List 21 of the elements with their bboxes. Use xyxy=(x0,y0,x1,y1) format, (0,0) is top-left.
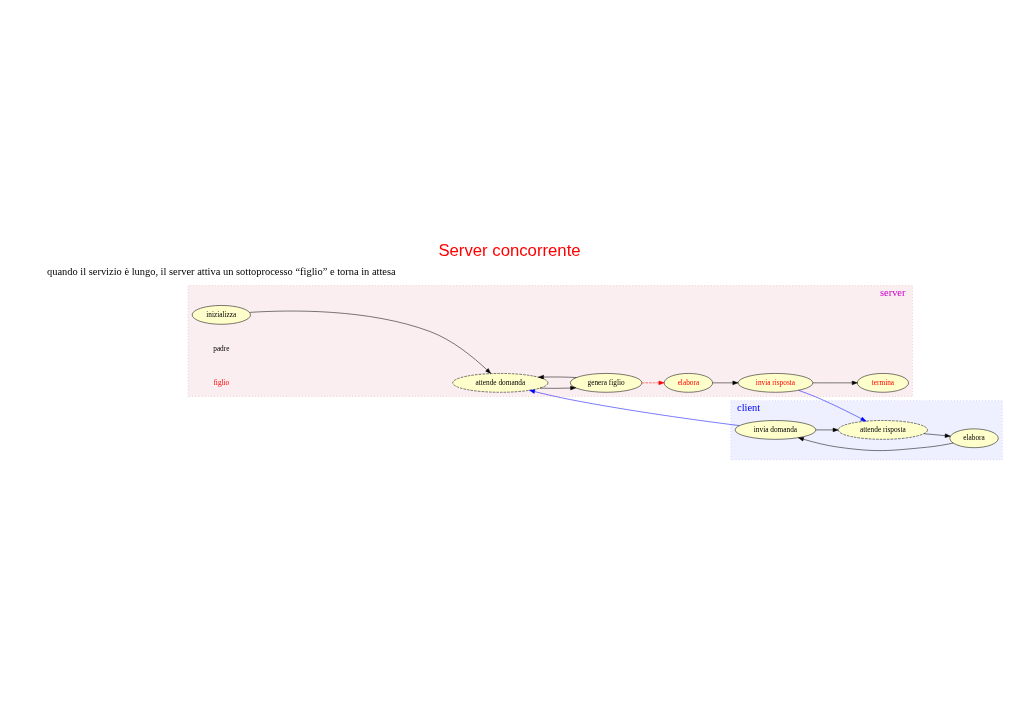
arrow xyxy=(528,389,740,426)
node-ellipse: inizializza xyxy=(191,305,251,325)
arrow xyxy=(923,433,951,438)
diagram-title: Server concorrente xyxy=(437,240,581,260)
label: quando il servizio è lungo, il server attiva un sottoprocesso “figlio” e torna in attesa xyxy=(46,265,396,277)
arrow xyxy=(711,380,738,385)
arrow xyxy=(797,390,866,422)
node-ellipse: attende risposta xyxy=(837,420,928,440)
arrow xyxy=(797,437,953,451)
arrow xyxy=(812,380,858,385)
arrow xyxy=(537,374,577,380)
label: figlio xyxy=(212,377,229,387)
arrow xyxy=(248,310,491,374)
node-ellipse: invia risposta xyxy=(737,373,813,393)
arrow xyxy=(815,427,839,432)
arrow xyxy=(641,380,664,385)
node-ellipse: termina xyxy=(856,373,909,393)
label: padre xyxy=(212,343,229,353)
node-ellipse: elabora xyxy=(663,373,713,393)
node-ellipse: elabora xyxy=(949,428,998,448)
arrow xyxy=(538,386,576,391)
